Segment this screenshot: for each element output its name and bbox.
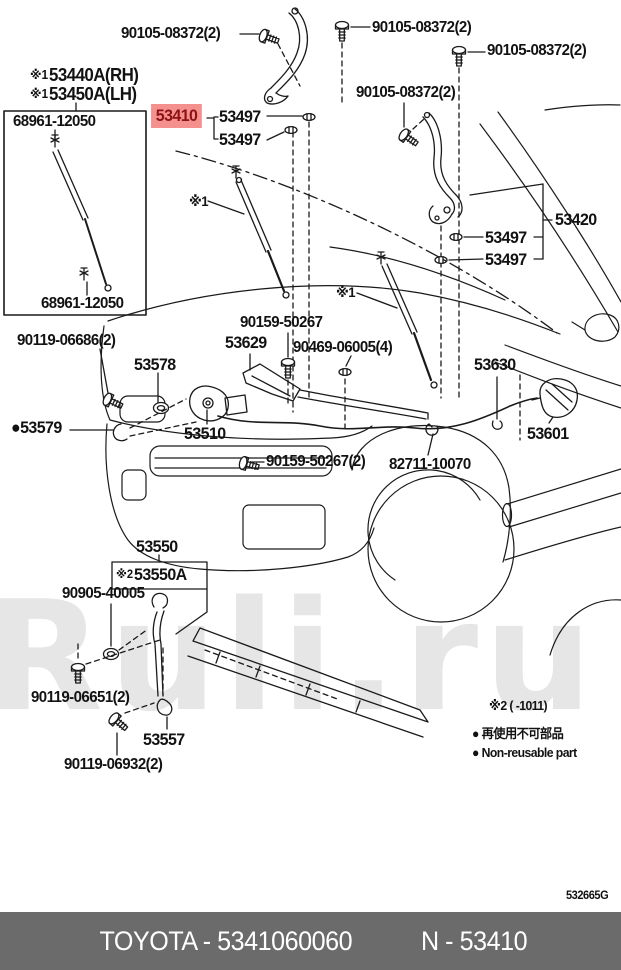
part-label-bolt-90159: 90159-50267: [240, 314, 323, 331]
part-label-bolt-90105-a: 90105-08372(2): [121, 25, 221, 42]
part-label-ref1-right: ※1: [336, 284, 356, 300]
part-label-lock-53510: 53510: [184, 424, 226, 443]
footer-figure-number: N - 53410: [421, 925, 528, 956]
footer-bar: TOYOTA - 5341060060 N - 53410: [0, 912, 621, 970]
part-label-clip-90469: 90469-06005(4): [293, 339, 393, 356]
footer-part-number: TOYOTA - 5341060060: [99, 925, 352, 956]
part-label-plug-53579: ●53579: [11, 418, 62, 437]
part-label-bolt-90119-06932: 90119-06932(2): [64, 756, 163, 773]
part-label-support-53629: 53629: [225, 333, 267, 352]
part-label-bolt-90159-2: 90159-50267(2): [266, 453, 366, 470]
part-label-rod-53550: 53550: [136, 537, 178, 556]
diagram-code: 532665G: [566, 888, 609, 902]
part-label-bolt-90119-06686: 90119-06686(2): [17, 332, 116, 349]
part-label-hinge-rh: ※153440A(RH): [30, 65, 139, 85]
strut-detail-box: [3, 110, 147, 316]
part-label-legend-jp: ● 再使用不可部品: [472, 726, 564, 741]
part-label-hinge-assy-53420: 53420: [555, 210, 597, 229]
part-label-clamp-82711: 82711-10070: [389, 456, 471, 473]
part-label-grommet-90905: 90905-40005: [62, 585, 145, 602]
part-label-hood-panel: 53410: [152, 105, 202, 127]
part-label-lock-control-53601: 53601: [527, 424, 569, 443]
part-label-cushion-53497-a: 53497: [219, 107, 261, 126]
part-label-bolt-90119-06651: 90119-06651(2): [31, 689, 130, 706]
part-label-bolt-90105-c: 90105-08372(2): [487, 42, 587, 59]
part-label-strut-spare-top: 68961-12050: [13, 113, 96, 130]
part-label-rod-53550a: ※253550A: [116, 565, 187, 584]
part-label-strut-spare-bottom: 68961-12050: [41, 295, 124, 312]
part-label-grommet-53578: 53578: [134, 355, 176, 374]
part-label-ref1-left: ※1: [189, 193, 209, 209]
ref-mark: ※1: [30, 87, 49, 101]
part-label-cushion-53497-d: 53497: [485, 250, 527, 269]
part-label-bolt-90105-b: 90105-08372(2): [372, 19, 472, 36]
part-label-bolt-90105-d: 90105-08372(2): [356, 84, 456, 101]
part-label-cable-53630: 53630: [474, 355, 516, 374]
part-label-cushion-53497-b: 53497: [219, 130, 261, 149]
part-label-legend-en: ● Non-reusable part: [472, 745, 577, 760]
ref-mark: ※1: [30, 68, 49, 82]
part-label-legend-note: ※2 ( -1011): [489, 698, 548, 713]
part-label-hinge-lh: ※153450A(LH): [30, 84, 137, 104]
watermark-text: Ruli.ru: [0, 568, 599, 745]
ref-mark: ※2: [116, 567, 134, 581]
part-label-cushion-53497-c: 53497: [485, 228, 527, 247]
part-label-hook-53557: 53557: [143, 730, 185, 749]
